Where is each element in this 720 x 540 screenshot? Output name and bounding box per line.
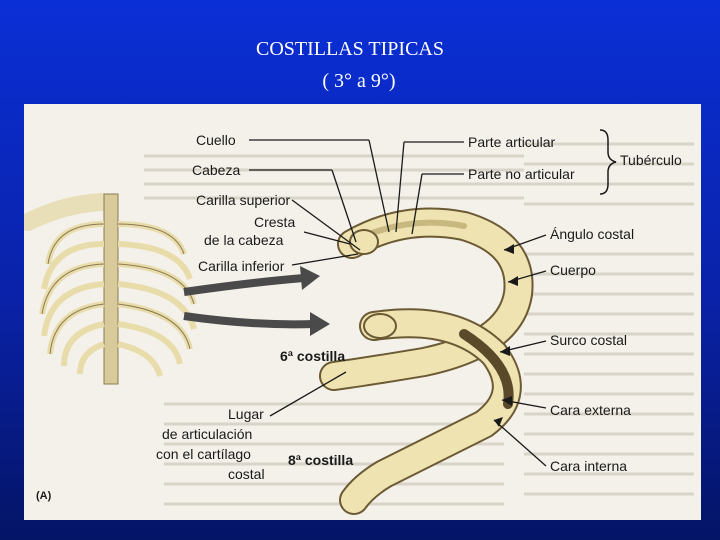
arrowheads [494,244,518,427]
label-carilla-inferior: Carilla inferior [198,258,285,274]
label-de-la-cabeza: de la cabeza [204,232,284,248]
label-angulo-costal: Ángulo costal [550,226,635,242]
label-cuerpo: Cuerpo [550,262,596,278]
label-cuello: Cuello [196,132,236,148]
eighth-rib [339,308,522,515]
rib-cage-thumbnail [24,193,197,385]
slide-subtitle: ( 3° a 9°) [322,70,396,92]
pointer-arrows [183,266,330,336]
label-parte-articular: Parte articular [468,134,556,150]
tuberculo-brace [599,129,617,195]
label-cara-interna: Cara interna [550,458,628,474]
background-text-lines [144,142,694,506]
rib-anatomy-figure: Cuello Cabeza Carilla superior Cresta de… [24,104,701,520]
label-cabeza: Cabeza [192,162,241,178]
label-lugar: Lugar [228,406,264,422]
label-surco-costal: Surco costal [550,332,628,348]
label-cresta: Cresta [254,214,296,230]
label-tuberculo: Tubérculo [620,152,682,168]
label-parte-no-articular: Parte no articular [468,166,575,182]
label-con-el-cartilago: con el cartílago [156,446,251,462]
label-cara-externa: Cara externa [550,402,631,418]
label-carilla-superior: Carilla superior [196,192,291,208]
leader-lines [249,139,547,467]
rib-illustration [24,129,694,515]
panel-label: (A) [36,490,52,502]
slide-title: COSTILLAS TIPICAS [256,38,444,60]
label-costal: costal [228,466,265,482]
label-octava-costilla: 8ª costilla [288,452,354,468]
label-sexta-costilla: 6ª costilla [280,348,346,364]
label-de-articulacion: de articulación [162,426,253,442]
